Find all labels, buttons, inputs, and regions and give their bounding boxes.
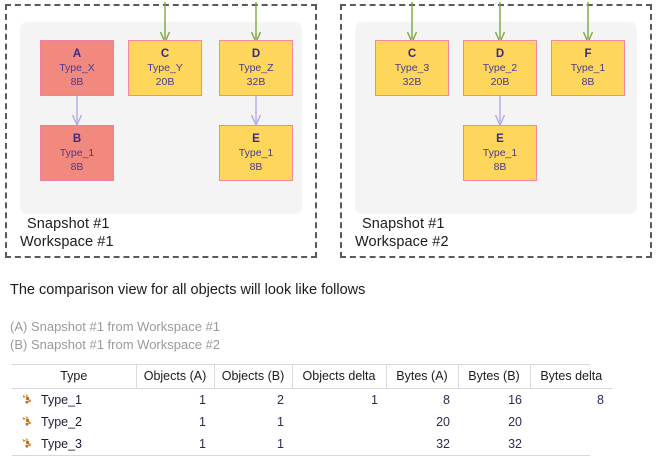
puzzle-icon xyxy=(22,438,31,448)
object-node-b[interactable]: B Type_1 8B xyxy=(40,125,114,181)
object-node-d[interactable]: D Type_Z 32B xyxy=(219,40,293,96)
column-header-bytes-a[interactable]: Bytes (A) xyxy=(386,365,459,389)
workspace-label-2: Workspace #2 xyxy=(355,234,449,250)
column-header-objects-delta[interactable]: Objects delta xyxy=(292,365,387,389)
comparison-table-wrapper: Type Objects (A) Objects (B) Objects del… xyxy=(12,364,612,456)
legend-line-b: (B) Snapshot #1 from Workspace #2 xyxy=(10,337,221,352)
table-row[interactable]: Type_3 1 1 32 32 xyxy=(12,433,612,455)
object-node-c[interactable]: C Type_Y 20B xyxy=(128,40,202,96)
cell-objects-b: 1 xyxy=(214,411,292,433)
cell-bytes-b: 32 xyxy=(458,433,530,455)
cell-bytes-delta: 8 xyxy=(530,388,612,411)
object-node-e-ws2[interactable]: E Type_1 8B xyxy=(463,125,537,181)
edge-arrow-a-to-b xyxy=(71,94,83,128)
column-header-bytes-delta[interactable]: Bytes delta xyxy=(530,365,612,389)
node-size: 32B xyxy=(402,75,422,88)
cell-objects-delta xyxy=(292,411,386,433)
snapshot-label-2: Snapshot #1 xyxy=(362,216,445,232)
node-type: Type_1 xyxy=(238,147,274,160)
node-type: Type_1 xyxy=(570,62,606,75)
row-type-label: Type_1 xyxy=(41,393,83,407)
object-node-f-ws2[interactable]: F Type_1 8B xyxy=(551,40,625,96)
cell-objects-a: 1 xyxy=(136,433,214,455)
node-type: Type_2 xyxy=(482,62,518,75)
node-type: Type_1 xyxy=(482,147,518,160)
node-name: E xyxy=(496,132,504,145)
column-header-objects-a[interactable]: Objects (A) xyxy=(136,365,215,389)
node-type: Type_Y xyxy=(147,62,183,75)
legend-line-a: (A) Snapshot #1 from Workspace #1 xyxy=(10,319,221,334)
row-type-label: Type_2 xyxy=(41,415,83,429)
node-type: Type_3 xyxy=(394,62,430,75)
node-size: 8B xyxy=(70,160,84,173)
column-header-type[interactable]: Type xyxy=(12,365,137,389)
column-header-objects-b[interactable]: Objects (B) xyxy=(214,365,293,389)
node-name: C xyxy=(160,47,170,60)
node-size: 8B xyxy=(581,75,595,88)
node-name: E xyxy=(252,132,260,145)
comparison-table: Type Objects (A) Objects (B) Objects del… xyxy=(12,365,612,455)
workspace-panel-2: C Type_3 32B D Type_2 20B F Type_1 8B E … xyxy=(340,2,652,258)
cell-bytes-a: 20 xyxy=(386,411,458,433)
node-name: B xyxy=(72,132,82,145)
object-node-e[interactable]: E Type_1 8B xyxy=(219,125,293,181)
cell-objects-delta xyxy=(292,433,386,455)
puzzle-icon xyxy=(22,394,31,404)
node-type: Type_1 xyxy=(59,147,95,160)
table-row[interactable]: Type_2 1 1 20 20 xyxy=(12,411,612,433)
cell-objects-b: 1 xyxy=(214,433,292,455)
row-type-label: Type_3 xyxy=(41,437,83,451)
cell-bytes-b: 16 xyxy=(458,388,530,411)
cell-objects-b: 2 xyxy=(214,388,292,411)
node-size: 20B xyxy=(490,75,510,88)
cell-bytes-b: 20 xyxy=(458,411,530,433)
cell-bytes-delta xyxy=(530,433,612,455)
node-name: A xyxy=(72,47,82,60)
cell-bytes-a: 32 xyxy=(386,433,458,455)
table-row[interactable]: Type_1 1 2 1 8 16 8 xyxy=(12,388,612,411)
cell-objects-a: 1 xyxy=(136,388,214,411)
node-name: C xyxy=(407,47,417,60)
object-node-c-ws2[interactable]: C Type_3 32B xyxy=(375,40,449,96)
node-size: 32B xyxy=(246,75,266,88)
edge-arrow-d-to-e xyxy=(250,94,262,128)
node-size: 20B xyxy=(155,75,175,88)
node-type: Type_X xyxy=(59,62,95,75)
node-name: D xyxy=(495,47,505,60)
table-header-row: Type Objects (A) Objects (B) Objects del… xyxy=(12,365,612,389)
cell-bytes-delta xyxy=(530,411,612,433)
node-name: F xyxy=(584,47,592,60)
node-size: 8B xyxy=(70,75,84,88)
cell-objects-delta: 1 xyxy=(292,388,386,411)
object-node-a[interactable]: A Type_X 8B xyxy=(40,40,114,96)
node-name: D xyxy=(251,47,261,60)
workspace-label-1: Workspace #1 xyxy=(20,234,114,250)
cell-bytes-a: 8 xyxy=(386,388,458,411)
node-size: 8B xyxy=(493,160,507,173)
cell-objects-a: 1 xyxy=(136,411,214,433)
column-header-bytes-b[interactable]: Bytes (B) xyxy=(458,365,531,389)
node-type: Type_Z xyxy=(238,62,274,75)
comparison-headline: The comparison view for all objects will… xyxy=(10,282,366,298)
object-node-d-ws2[interactable]: D Type_2 20B xyxy=(463,40,537,96)
workspace-panel-1: A Type_X 8B C Type_Y 20B D Type_Z 32B B … xyxy=(5,2,317,258)
edge-arrow-d-to-e-ws2 xyxy=(494,94,506,128)
node-size: 8B xyxy=(249,160,263,173)
puzzle-icon xyxy=(22,416,31,426)
snapshot-label-1: Snapshot #1 xyxy=(27,216,110,232)
